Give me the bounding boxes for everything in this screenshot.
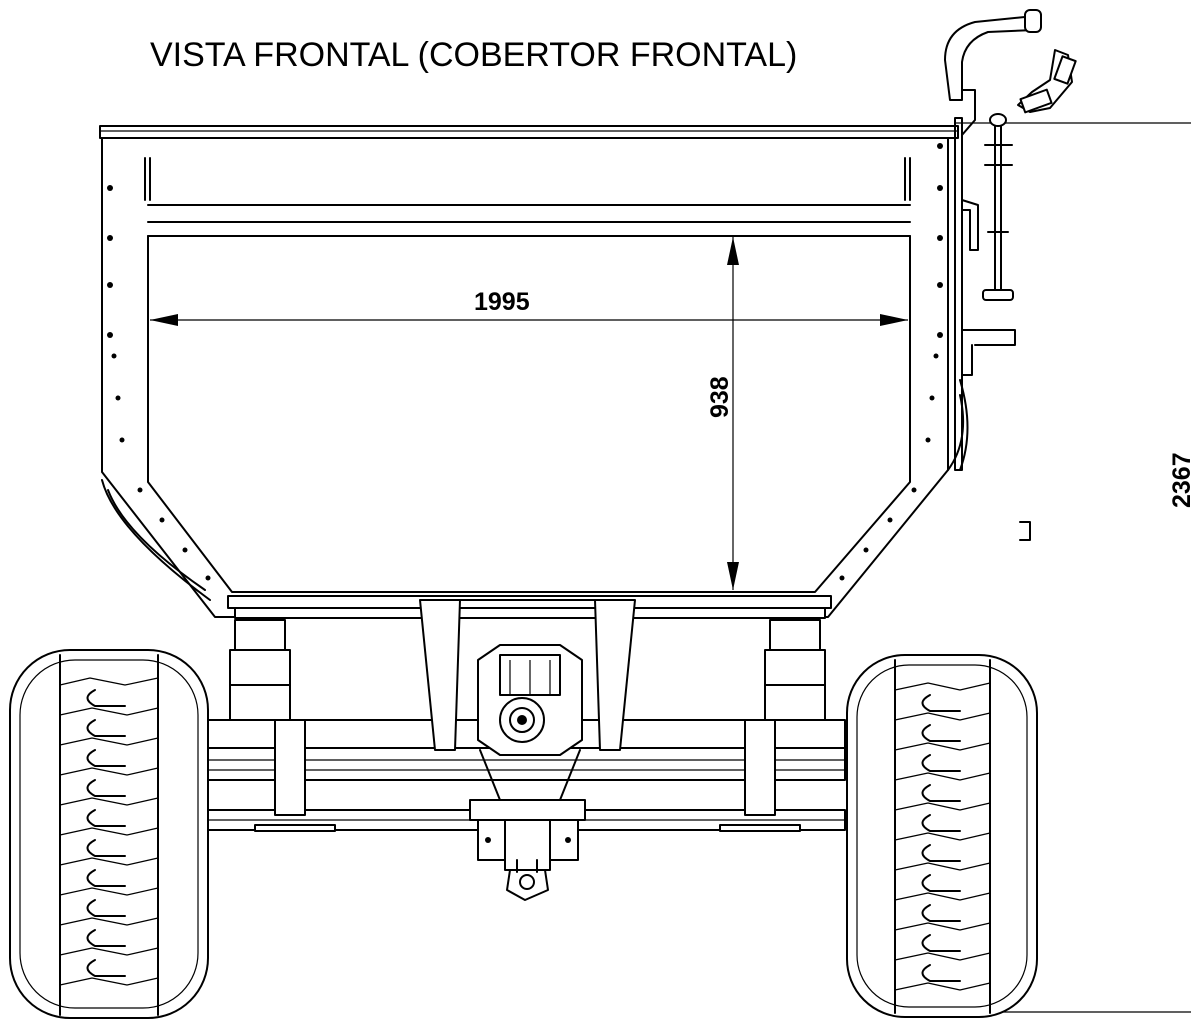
right-wheel xyxy=(846,654,1038,1018)
width-dimension: 1995 xyxy=(150,288,908,326)
depth-dimension-label: 938 xyxy=(706,376,734,418)
drawing-title: VISTA FRONTAL (COBERTOR FRONTAL) xyxy=(150,36,797,74)
frame-rivets xyxy=(107,143,943,581)
depth-dimension: 938 xyxy=(706,237,739,590)
cover-mechanism xyxy=(939,9,1077,736)
hopper-body xyxy=(99,125,965,618)
height-dimension-label: 2367 xyxy=(1168,452,1191,508)
width-dimension-label: 1995 xyxy=(474,288,530,316)
left-wheel xyxy=(9,649,209,1019)
gearbox xyxy=(469,644,586,901)
